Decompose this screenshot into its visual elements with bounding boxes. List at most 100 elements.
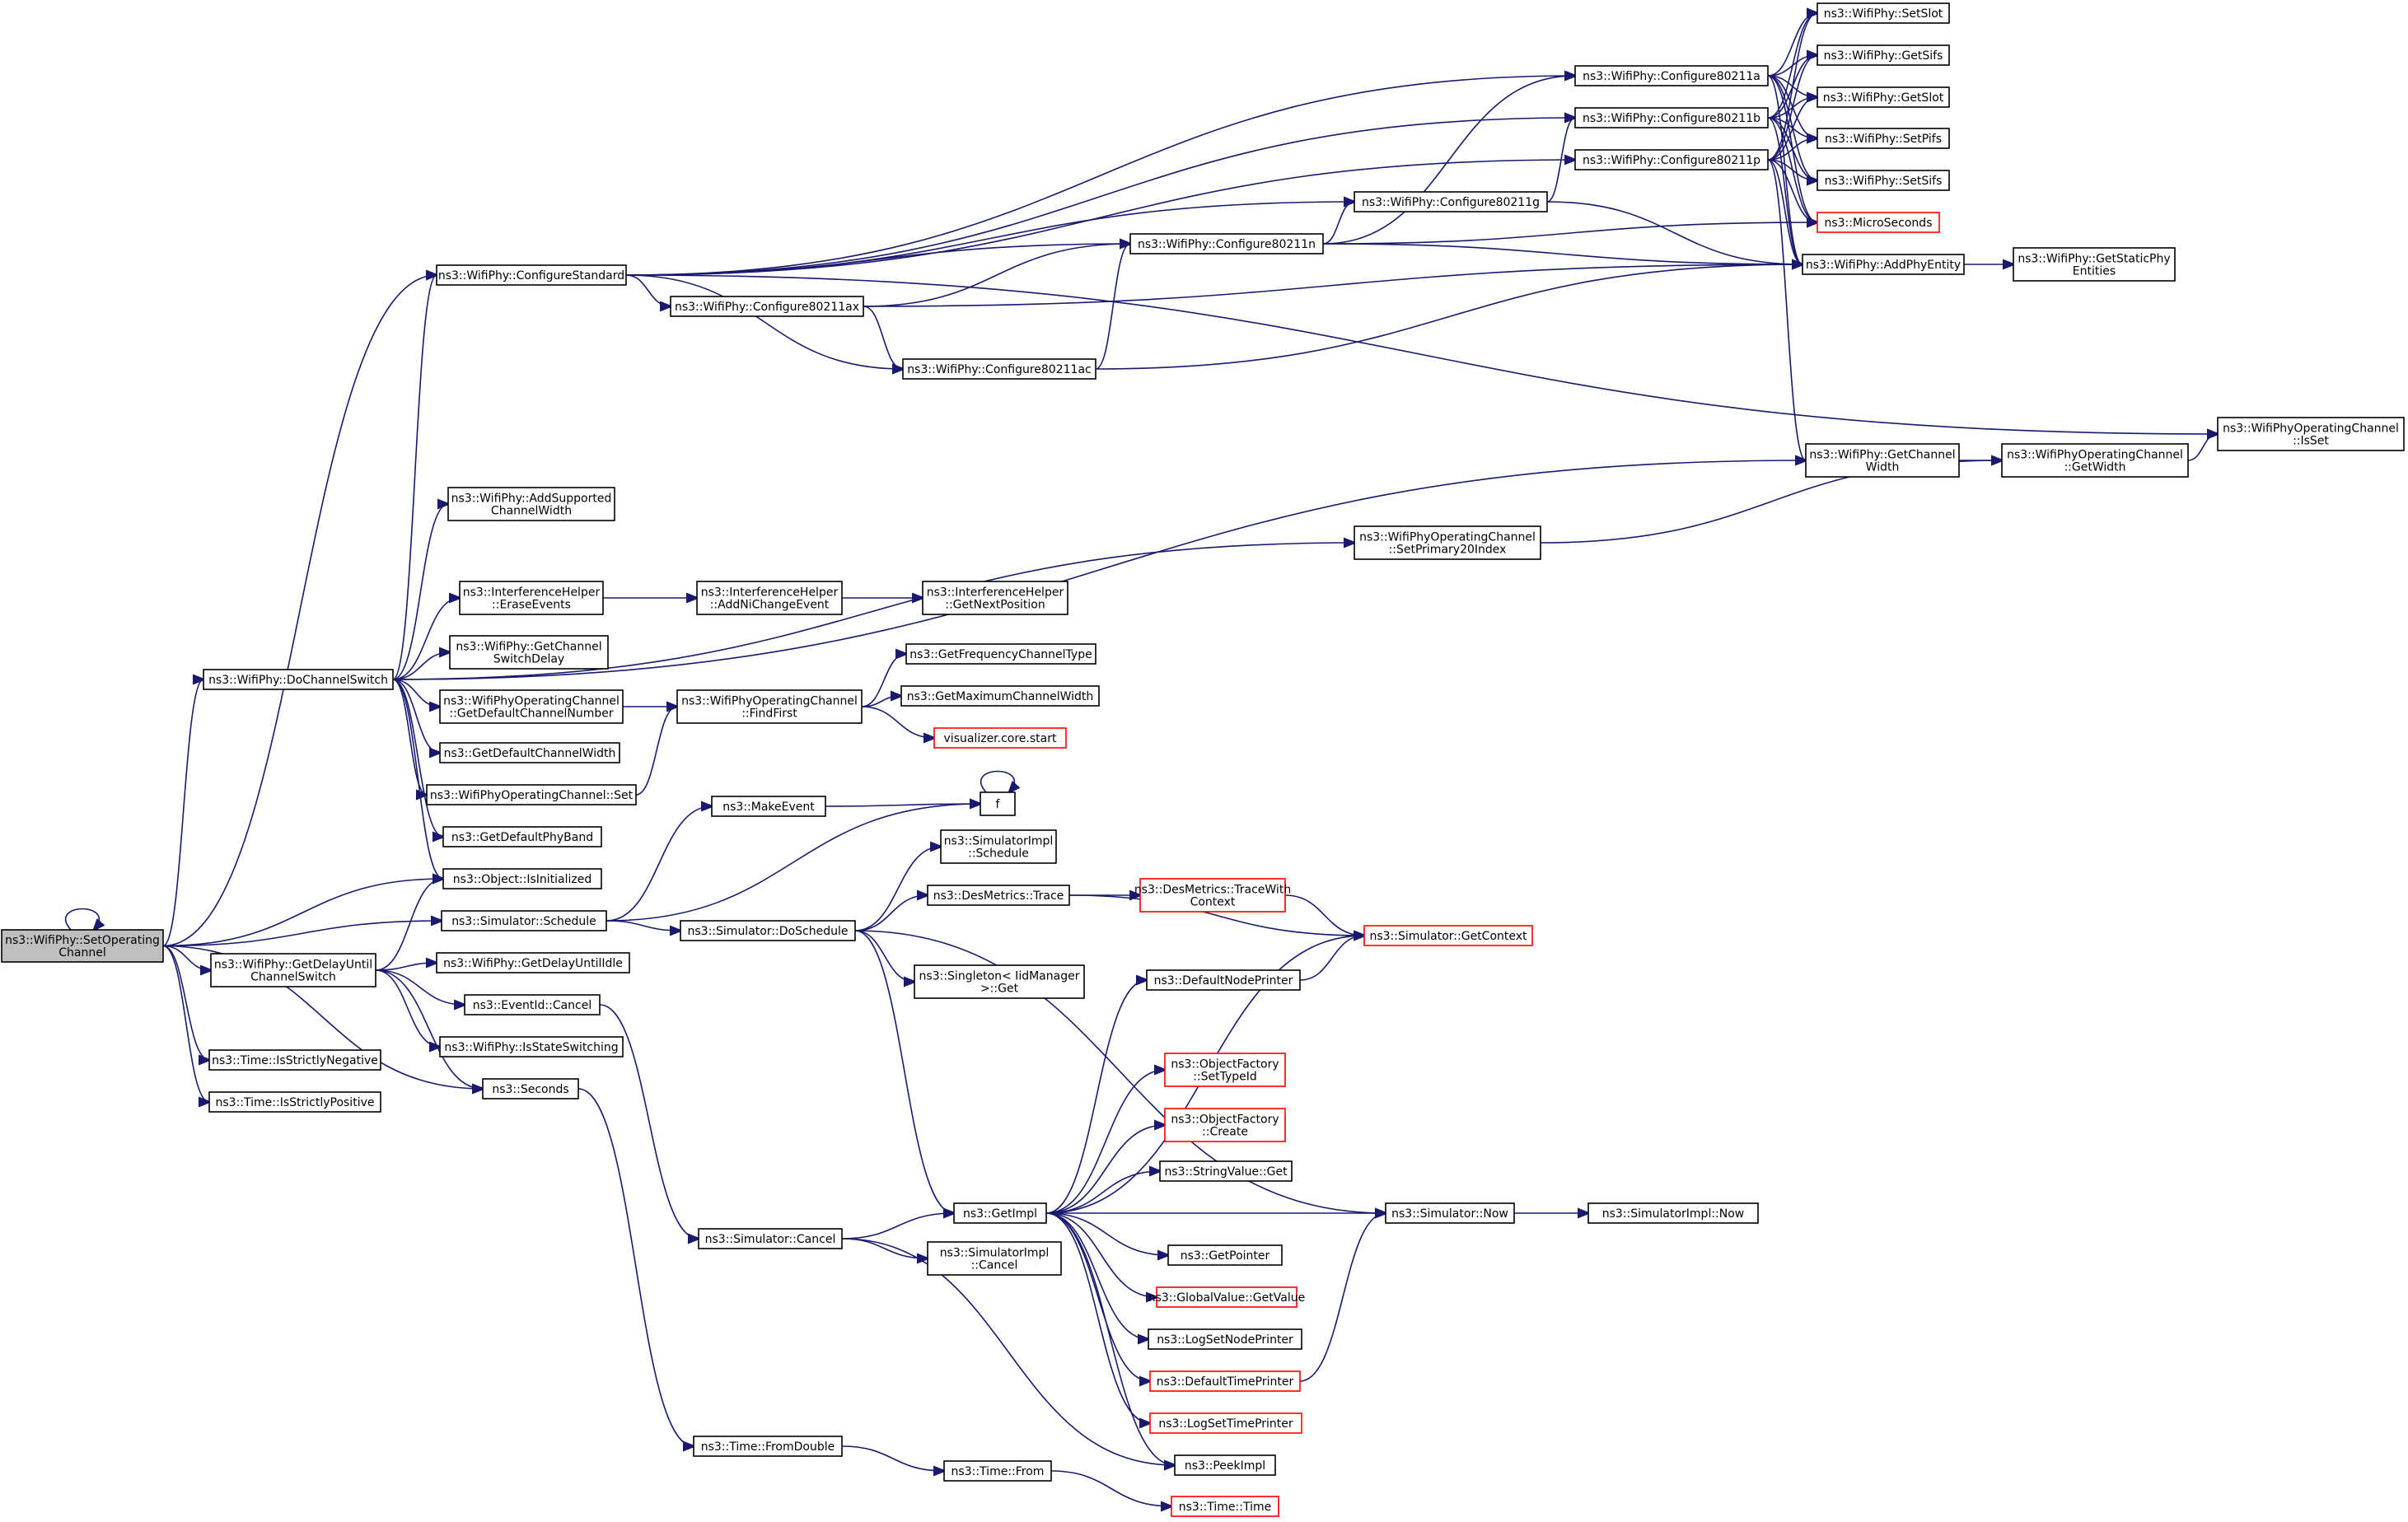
node-c11a[interactable]: ns3::WifiPhy::Configure80211a bbox=[1574, 65, 1769, 86]
edge-dosched-to-simimplsched bbox=[854, 847, 941, 931]
edge-simcancel-to-implcancel bbox=[841, 1238, 928, 1258]
node-box bbox=[933, 727, 1067, 749]
node-getidle[interactable]: ns3::WifiPhy::GetDelayUntilIdle bbox=[436, 952, 630, 973]
node-timetime[interactable]: ns3::Time::Time bbox=[1171, 1496, 1279, 1517]
node-gvget[interactable]: ns3::GlobalValue::GetValue bbox=[1148, 1286, 1305, 1308]
node-label: ::FindFirst bbox=[741, 707, 797, 721]
node-label: ns3::PeekImpl bbox=[1185, 1459, 1265, 1473]
node-box bbox=[439, 689, 624, 724]
node-ispos[interactable]: ns3::Time::IsStrictlyPositive bbox=[208, 1091, 381, 1113]
node-peek[interactable]: ns3::PeekImpl bbox=[1174, 1454, 1276, 1476]
node-label: ns3::WifiPhy::Configure80211ax bbox=[675, 301, 859, 314]
node-setprim[interactable]: ns3::WifiPhyOperatingChannel::SetPrimary… bbox=[1354, 525, 1541, 560]
node-setsifs[interactable]: ns3::WifiPhy::SetSifs bbox=[1817, 170, 1950, 191]
node-getptr[interactable]: ns3::GetPointer bbox=[1167, 1244, 1283, 1266]
node-implcancel[interactable]: ns3::SimulatorImpl::Cancel bbox=[927, 1241, 1062, 1276]
node-getdefch[interactable]: ns3::WifiPhyOperatingChannel::GetDefault… bbox=[439, 689, 624, 724]
node-singleton[interactable]: ns3::Singleton< IidManager >::Get bbox=[914, 964, 1085, 999]
node-fromdouble[interactable]: ns3::Time::FromDouble bbox=[693, 1436, 843, 1457]
node-getslot[interactable]: ns3::WifiPhy::GetSlot bbox=[1817, 86, 1950, 108]
node-isstate[interactable]: ns3::WifiPhy::IsStateSwitching bbox=[439, 1036, 624, 1057]
node-box bbox=[670, 296, 864, 317]
node-label: ns3::Singleton< IidManager bbox=[919, 970, 1080, 983]
node-box bbox=[459, 581, 604, 615]
node-addni[interactable]: ns3::InterferenceHelper::AddNiChangeEven… bbox=[696, 581, 843, 615]
node-cfgstd[interactable]: ns3::WifiPhy::ConfigureStandard bbox=[436, 264, 627, 286]
node-logsetnode[interactable]: ns3::LogSetNodePrinter bbox=[1148, 1328, 1302, 1350]
node-getnext[interactable]: ns3::InterferenceHelper::GetNextPosition bbox=[922, 581, 1068, 615]
node-micro[interactable]: ns3::MicroSeconds bbox=[1817, 212, 1940, 233]
node-isset[interactable]: ns3::WifiPhyOperatingChannel::IsSet bbox=[2217, 417, 2405, 451]
node-addphy[interactable]: ns3::WifiPhy::AddPhyEntity bbox=[1802, 254, 1965, 275]
edge-c11p-to-getsifs bbox=[1767, 55, 1817, 161]
node-label: ns3::LogSetNodePrinter bbox=[1157, 1333, 1293, 1347]
node-opset[interactable]: ns3::WifiPhyOperatingChannel::Set bbox=[426, 784, 637, 805]
node-dochsw[interactable]: ns3::WifiPhy::DoChannelSwitch bbox=[203, 669, 394, 690]
node-deftime[interactable]: ns3::DefaultTimePrinter bbox=[1149, 1370, 1301, 1392]
node-objcreate[interactable]: ns3::ObjectFactory::Create bbox=[1164, 1108, 1286, 1142]
node-setslot[interactable]: ns3::WifiPhy::SetSlot bbox=[1817, 2, 1950, 24]
edge-getimpl-to-logsetnode bbox=[1045, 1212, 1148, 1339]
node-strget[interactable]: ns3::StringValue::Get bbox=[1159, 1160, 1293, 1182]
edge-evcancel-to-simcancel bbox=[599, 1004, 699, 1239]
node-c11ac[interactable]: ns3::WifiPhy::Configure80211ac bbox=[902, 358, 1096, 380]
node-simsched[interactable]: ns3::Simulator::Schedule bbox=[441, 910, 607, 931]
edge-dosched-to-destrace bbox=[854, 895, 928, 931]
node-logsettime[interactable]: ns3::LogSetTimePrinter bbox=[1149, 1412, 1302, 1434]
node-seconds[interactable]: ns3::Seconds bbox=[482, 1078, 579, 1099]
node-simnow[interactable]: ns3::Simulator::Now bbox=[1385, 1202, 1515, 1224]
node-getdefband[interactable]: ns3::GetDefaultPhyBand bbox=[442, 826, 602, 847]
node-visual[interactable]: visualizer.core.start bbox=[933, 727, 1067, 749]
edge-dochsw-to-erase bbox=[392, 598, 460, 680]
node-box bbox=[1149, 1412, 1302, 1434]
node-c11b[interactable]: ns3::WifiPhy::Configure80211b bbox=[1574, 107, 1769, 128]
node-dosched[interactable]: ns3::Simulator::DoSchedule bbox=[680, 920, 856, 941]
node-isinit[interactable]: ns3::Object::IsInitialized bbox=[442, 868, 602, 889]
node-implnow[interactable]: ns3::SimulatorImpl::Now bbox=[1587, 1202, 1759, 1224]
node-f[interactable]: f bbox=[980, 791, 1016, 816]
node-box bbox=[426, 784, 637, 805]
node-box bbox=[1574, 65, 1769, 86]
edge-c11g-to-addphy bbox=[1546, 201, 1802, 264]
node-c11n[interactable]: ns3::WifiPhy::Configure80211n bbox=[1129, 233, 1324, 254]
node-getmaxw[interactable]: ns3::GetMaximumChannelWidth bbox=[900, 685, 1100, 707]
node-c11ax[interactable]: ns3::WifiPhy::Configure80211ax bbox=[670, 296, 864, 317]
node-makeev[interactable]: ns3::MakeEvent bbox=[711, 796, 826, 817]
node-label: ns3::GetDefaultPhyBand bbox=[451, 831, 593, 844]
node-timefrom[interactable]: ns3::Time::From bbox=[943, 1460, 1052, 1482]
node-box bbox=[439, 742, 620, 763]
node-evcancel[interactable]: ns3::EventId::Cancel bbox=[464, 994, 601, 1015]
node-c11p[interactable]: ns3::WifiPhy::Configure80211p bbox=[1574, 149, 1769, 170]
node-label: ns3::Seconds bbox=[492, 1083, 568, 1096]
node-destrace[interactable]: ns3::DesMetrics::Trace bbox=[927, 885, 1070, 906]
node-defnode[interactable]: ns3::DefaultNodePrinter bbox=[1146, 969, 1301, 991]
node-objsettype[interactable]: ns3::ObjectFactory::SetTypeId bbox=[1164, 1053, 1286, 1087]
node-simcancel[interactable]: ns3::Simulator::Cancel bbox=[698, 1228, 843, 1249]
node-label: visualizer.core.start bbox=[944, 732, 1057, 745]
node-setpifs[interactable]: ns3::WifiPhy::SetPifs bbox=[1817, 128, 1950, 149]
node-isneg[interactable]: ns3::Time::IsStrictlyNegative bbox=[208, 1049, 381, 1071]
node-label: ns3::WifiPhy::Configure80211p bbox=[1583, 154, 1760, 167]
node-box bbox=[2001, 443, 2189, 478]
edge-dosched-to-simnow bbox=[854, 930, 1386, 1213]
node-c11g[interactable]: ns3::WifiPhy::Configure80211g bbox=[1354, 191, 1548, 212]
edge-getdelay-to-isinit bbox=[375, 879, 443, 971]
node-getsifs[interactable]: ns3::WifiPhy::GetSifs bbox=[1817, 44, 1950, 66]
node-getctx[interactable]: ns3::Simulator::GetContext bbox=[1363, 925, 1533, 946]
edge-c11p-to-setsifs bbox=[1767, 159, 1817, 180]
edge-getwidth-to-isset bbox=[2187, 434, 2218, 461]
node-findfirst[interactable]: ns3::WifiPhyOperatingChannel::FindFirst bbox=[676, 689, 863, 724]
node-getfreq[interactable]: ns3::GetFrequencyChannelType bbox=[905, 643, 1096, 665]
node-getimpl[interactable]: ns3::GetImpl bbox=[953, 1202, 1047, 1224]
node-erase[interactable]: ns3::InterferenceHelper::EraseEvents bbox=[459, 581, 604, 615]
node-getwidth[interactable]: ns3::WifiPhyOperatingChannel::GetWidth bbox=[2001, 443, 2189, 478]
node-getdefw[interactable]: ns3::GetDefaultChannelWidth bbox=[439, 742, 620, 763]
node-simimplsched[interactable]: ns3::SimulatorImpl::Schedule bbox=[940, 829, 1057, 864]
